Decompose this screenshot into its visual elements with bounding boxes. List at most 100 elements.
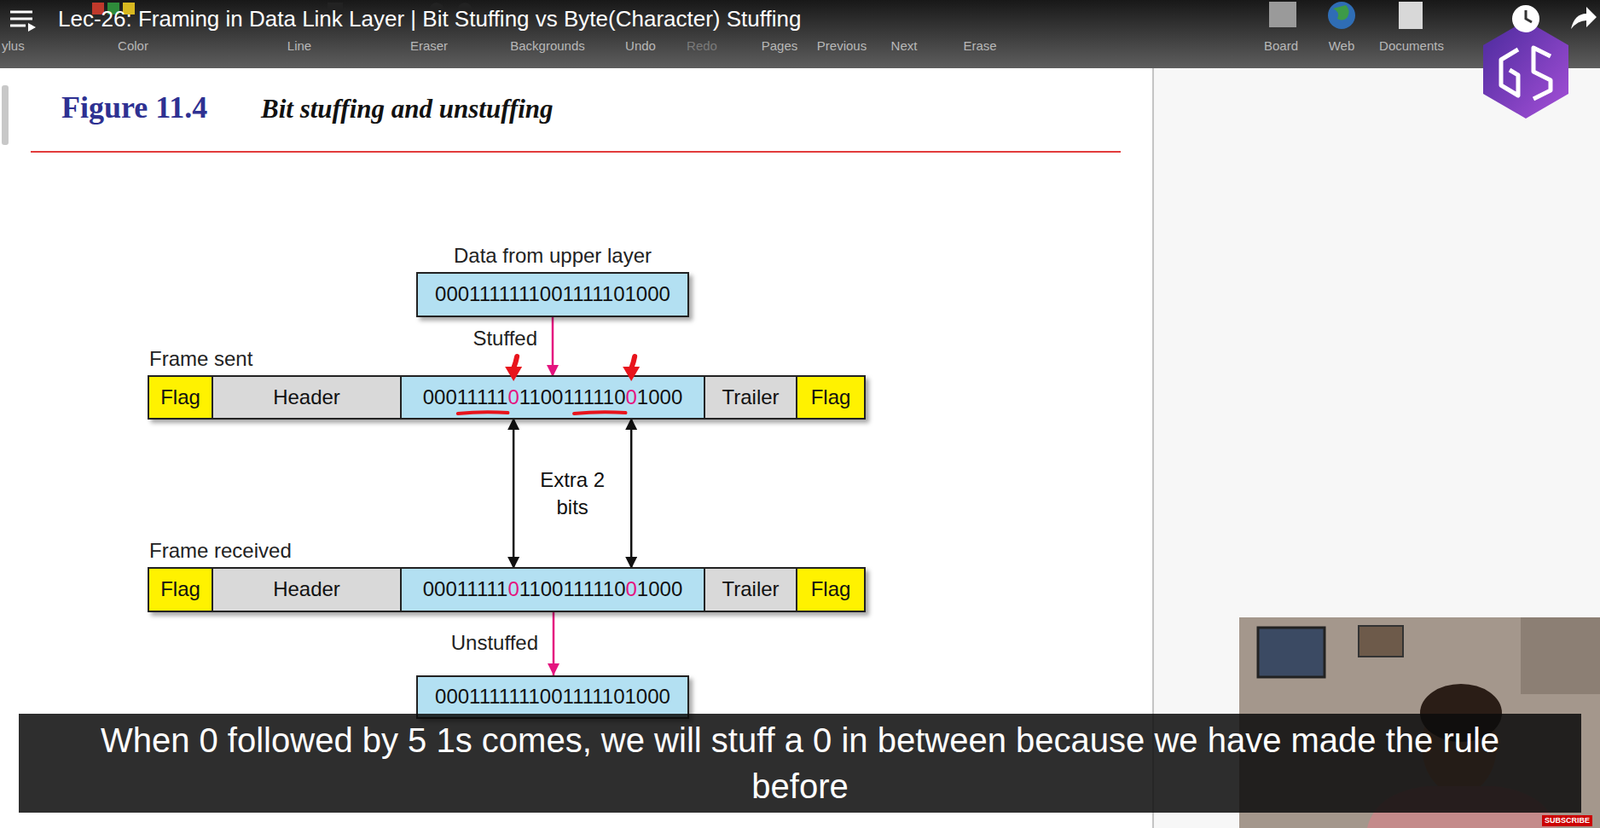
bit: 0: [551, 577, 563, 601]
edge-label: Stuffed: [472, 326, 538, 352]
stuffed-bit: 0: [626, 385, 638, 409]
person-hair: [1420, 684, 1502, 743]
trailer-field: Trailer: [705, 376, 798, 418]
toolbar-label: Backgrounds: [510, 38, 586, 54]
share-icon: [1571, 6, 1597, 29]
frame-heading: Frame received: [149, 539, 292, 564]
clock-icon: [1512, 5, 1540, 33]
top-bar: [0, 0, 1600, 69]
bit: 1: [592, 577, 603, 601]
field-text: Flag: [811, 577, 852, 603]
logo-mark: [1533, 47, 1551, 99]
toolbar-label: Next: [891, 38, 918, 54]
bit: 0: [614, 577, 626, 601]
toolbar-label: Undo: [625, 38, 656, 54]
bit: 1: [496, 577, 508, 601]
stuffed-bit: 0: [507, 577, 519, 601]
field-text: Trailer: [721, 385, 779, 411]
bit: 0: [434, 385, 446, 409]
unstuffing-arrow: [552, 610, 556, 676]
field-text: Header: [272, 577, 341, 603]
frame-heading: Data from upper layer: [453, 243, 652, 269]
bit: 1: [519, 385, 530, 409]
toolbar-label: Previous: [817, 38, 867, 54]
board-icon: [1269, 1, 1297, 28]
bit: 1: [583, 577, 594, 601]
clock-face: [1512, 5, 1540, 33]
bit: 1: [637, 385, 649, 409]
flag-field: Flag: [149, 376, 214, 418]
bit: 0: [540, 385, 552, 409]
bit: 0: [614, 385, 626, 409]
toolbar-label: Line: [287, 38, 312, 54]
flag-field: Flag: [149, 568, 214, 611]
bit: 1: [602, 577, 615, 601]
field-text: 000111110110011111001000: [423, 385, 684, 411]
toolbar-label: Color: [117, 38, 149, 54]
documents-icon: [1398, 1, 1423, 29]
field-text: 0001111111001111101000: [434, 282, 671, 308]
bit: 0: [551, 385, 563, 409]
bit: 0: [648, 577, 660, 601]
flag-field: Flag: [797, 376, 864, 418]
bit: 0: [540, 577, 552, 601]
logo-hexagon: [1483, 20, 1569, 119]
pen-arrowhead: [622, 366, 640, 382]
wall-frame: [1257, 627, 1325, 678]
arrow-note: Extra 2 bits: [525, 466, 620, 520]
stuffed-bit: 0: [507, 385, 519, 409]
figure-number: Figure 11.4: [61, 89, 208, 126]
bit: 1: [466, 385, 477, 409]
figure-title: Bit stuffing and unstuffing: [260, 92, 554, 126]
web-icon-land: [1333, 5, 1350, 21]
bit: 1: [476, 577, 487, 601]
field-text: Flag: [160, 577, 201, 603]
bit: 1: [562, 385, 574, 409]
extra-bit-arrow: [512, 417, 516, 569]
field-text: Flag: [811, 385, 852, 411]
flag-field: Flag: [797, 568, 864, 611]
scrollbar: [1, 85, 9, 145]
bit: 1: [457, 385, 468, 409]
clock-hands: [1525, 10, 1532, 23]
field-text: Trailer: [721, 577, 779, 603]
extra-bit-arrow: [630, 417, 633, 569]
toolbar-label: Web: [1328, 38, 1356, 54]
pen-arrowhead: [504, 366, 522, 382]
side-panel: [1153, 68, 1600, 828]
frame-band: Flag Header 000111110110011111001000 Traile…: [147, 567, 866, 613]
bit: 1: [592, 385, 603, 409]
trailer-field: Trailer: [705, 568, 798, 611]
menu-icon: [10, 11, 36, 32]
field-text: Header: [272, 385, 341, 411]
bit: 1: [486, 385, 498, 409]
video-title: Lec-26: Framing in Data Link Layer | Bit…: [57, 5, 801, 33]
bit: 1: [583, 385, 594, 409]
bit: 0: [445, 577, 457, 601]
pen-underline: [573, 411, 626, 414]
bit: 0: [648, 385, 660, 409]
slide: [0, 68, 1154, 828]
frame-heading: Frame sent: [149, 347, 253, 372]
bit: 1: [496, 385, 508, 409]
toolbar-label: Documents: [1379, 38, 1444, 54]
toolbar-label: Board: [1263, 38, 1299, 54]
bit: 1: [573, 385, 584, 409]
toolbar-label: Redo: [686, 38, 718, 54]
data-box: 0001111111001111101000: [416, 675, 690, 719]
field-text: Flag: [160, 385, 201, 411]
pen-underline: [457, 411, 509, 414]
bit: 1: [637, 577, 649, 601]
pen-arrow: [513, 356, 517, 369]
data-field: 000111110110011111001000: [401, 568, 706, 611]
bit: 1: [486, 577, 498, 601]
menu-bar: [10, 11, 33, 14]
bit: 1: [573, 577, 584, 601]
bit: 0: [423, 577, 435, 601]
toolbar-label: Pages: [761, 38, 799, 54]
channel-logo: [1483, 20, 1569, 119]
bit: 0: [671, 385, 683, 409]
panel-divider: [1152, 68, 1154, 828]
header-field: Header: [213, 568, 402, 611]
